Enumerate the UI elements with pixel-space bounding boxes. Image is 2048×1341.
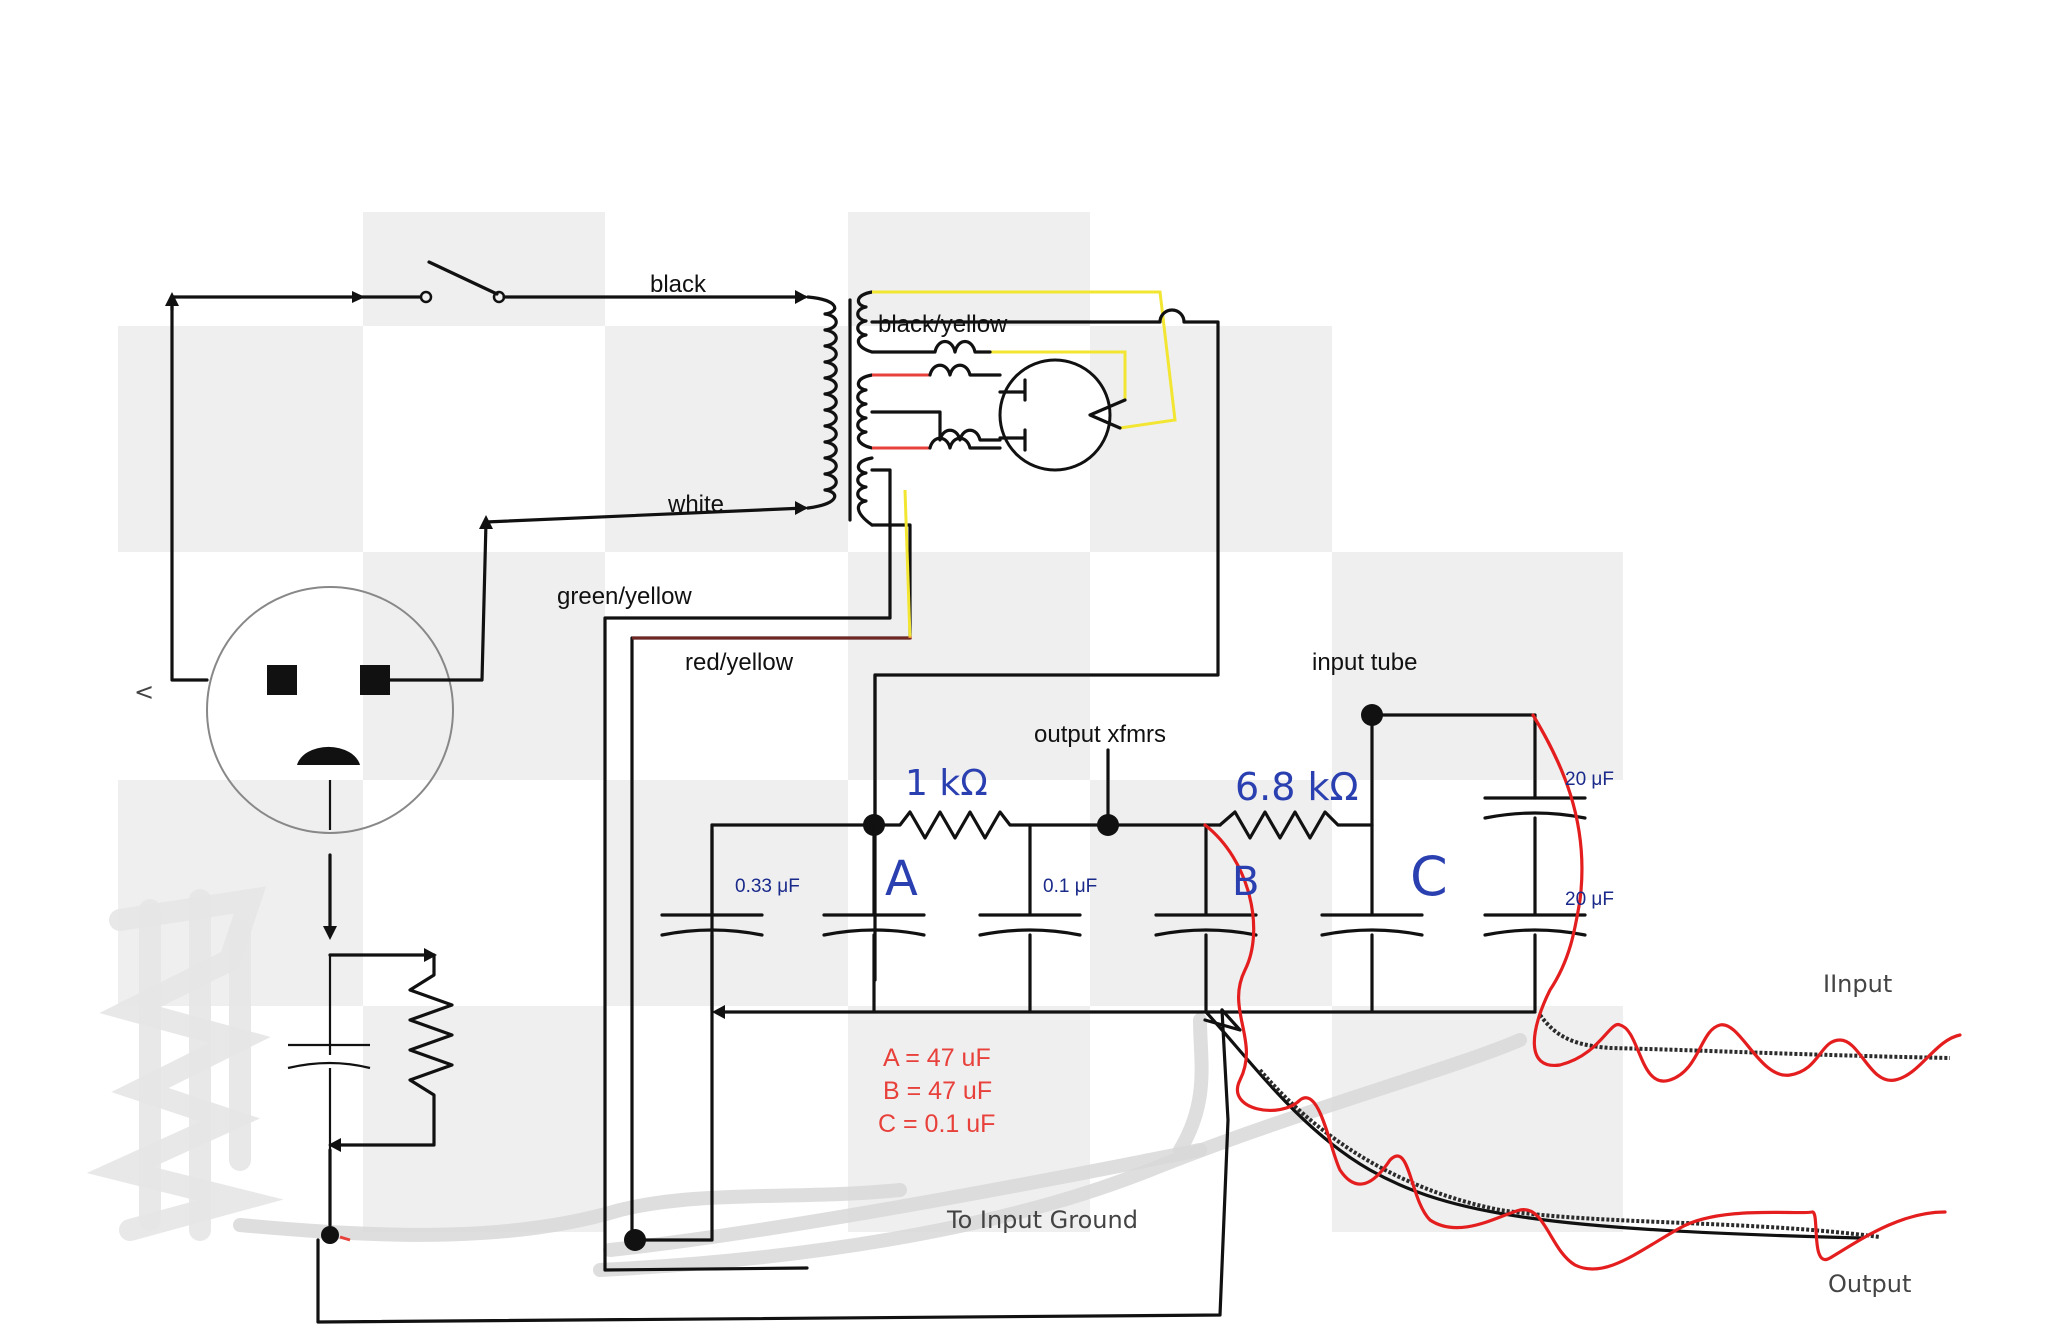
filter-network (660, 673, 1587, 1019)
label-output: Output (1828, 1270, 1911, 1298)
label-to-input-ground: To Input Ground (946, 1206, 1138, 1234)
outlet-symbol (206, 586, 454, 834)
label-input-tube: input tube (1312, 649, 1417, 676)
label-green-yellow: green/yellow (557, 583, 692, 610)
note-b-value: B = 47 uF (883, 1077, 992, 1105)
note-a-value: A = 47 uF (883, 1044, 991, 1072)
mains-wiring (165, 260, 808, 1244)
note-c-value: C = 0.1 uF (878, 1110, 995, 1138)
label-black-yellow: black/yellow (878, 311, 1008, 338)
nav-arrow[interactable]: < (134, 678, 154, 706)
label-cap-20-top: 20 μF (1565, 769, 1614, 790)
hand-drawn-red-traces (1203, 713, 1962, 1271)
label-black: black (650, 271, 707, 298)
label-cap-20-bottom: 20 μF (1565, 889, 1614, 910)
label-cap-b: B (1232, 859, 1259, 905)
label-output-xfmrs: output xfmrs (1034, 721, 1166, 748)
label-resistor-1k: 1 kΩ (905, 763, 988, 804)
label-cap-0-33: 0.33 μF (735, 876, 800, 897)
label-input: IInput (1823, 970, 1892, 998)
label-white: white (667, 491, 724, 518)
power-transformer (806, 290, 874, 527)
label-cap-a: A (885, 851, 918, 907)
eraser-smear (86, 886, 1527, 1277)
label-red-yellow: red/yellow (685, 649, 794, 676)
label-cap-c: C (1410, 845, 1448, 908)
hand-drawn-black-wires (316, 1008, 1951, 1324)
label-resistor-6-8k: 6.8 kΩ (1235, 765, 1359, 809)
rectifier-wiring (603, 290, 1220, 1272)
label-cap-0-1: 0.1 μF (1043, 876, 1097, 897)
